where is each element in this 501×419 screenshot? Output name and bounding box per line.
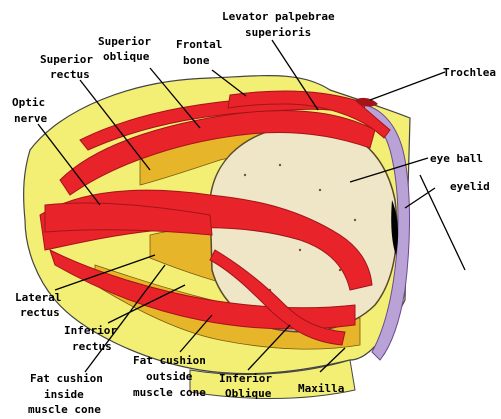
label-inferior-rectus-2: rectus bbox=[72, 340, 112, 353]
label-fat-outside-3: muscle cone bbox=[133, 386, 206, 399]
label-maxilla: Maxilla bbox=[298, 382, 344, 395]
label-superior-rectus-2: rectus bbox=[50, 68, 90, 81]
label-eye-ball: eye ball bbox=[430, 152, 483, 165]
label-lateral-2: rectus bbox=[20, 306, 60, 319]
label-frontal-2: bone bbox=[183, 54, 210, 67]
label-inferior-rectus-1: Inferior bbox=[64, 324, 117, 337]
label-lateral-1: Lateral bbox=[15, 291, 61, 304]
label-optic-2: nerve bbox=[14, 112, 47, 125]
label-superior-rectus-1: Superior bbox=[40, 53, 93, 66]
label-superior-oblique-1: Superior bbox=[98, 35, 151, 48]
label-fat-outside-1: Fat cushion bbox=[133, 354, 206, 367]
label-levator-1: Levator palpebrae bbox=[222, 10, 335, 23]
label-inferior-oblique-2: Oblique bbox=[225, 387, 272, 400]
label-fat-outside-2: outside bbox=[146, 370, 193, 383]
label-optic-1: Optic bbox=[12, 96, 45, 109]
label-eyelid: eyelid bbox=[450, 180, 490, 193]
label-levator-2: superioris bbox=[245, 26, 311, 39]
label-trochlea: Trochlea bbox=[443, 66, 496, 79]
label-fat-inside-3: muscle cone bbox=[28, 403, 101, 416]
label-inferior-oblique-1: Inferior bbox=[219, 372, 272, 385]
label-frontal-1: Frontal bbox=[176, 38, 222, 51]
label-fat-inside-2: inside bbox=[44, 388, 84, 401]
label-superior-oblique-2: oblique bbox=[103, 50, 150, 63]
label-fat-inside-1: Fat cushion bbox=[30, 372, 103, 385]
